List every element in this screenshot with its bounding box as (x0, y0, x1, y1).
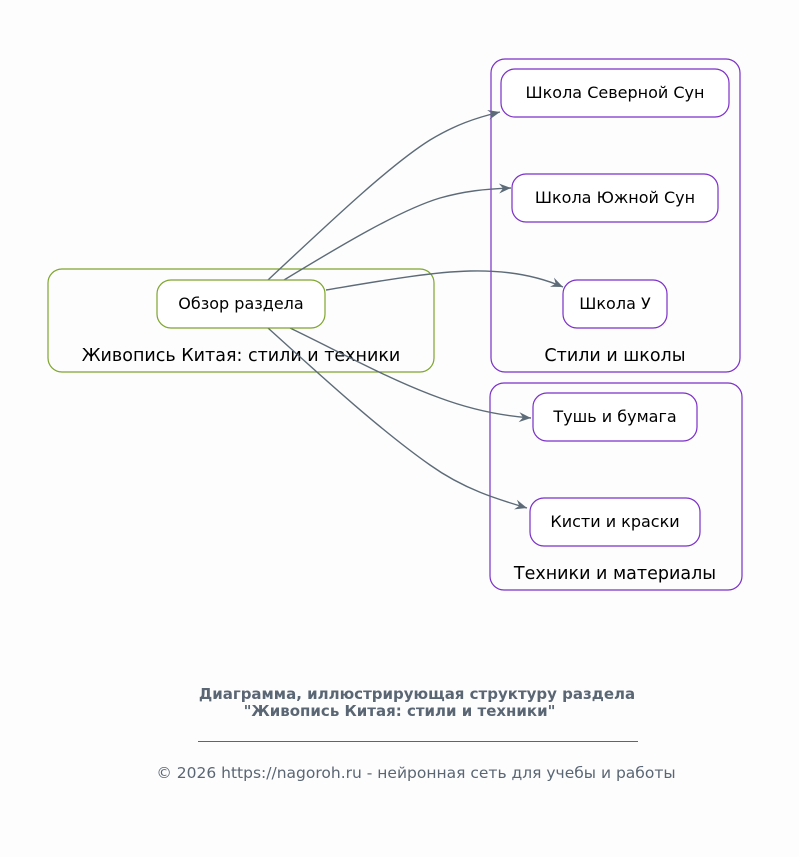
node-brushes-paints[interactable]: Кисти и краски (529, 497, 701, 547)
node-wu-school[interactable]: Школа У (562, 279, 668, 329)
edge-overview-wu-school (325, 270, 564, 291)
cluster-techniques-label: Техники и материалы (513, 564, 716, 584)
edge-overview-ink-paper (289, 327, 532, 423)
node-overview[interactable]: Обзор раздела (156, 279, 326, 329)
node-ink-paper[interactable]: Тушь и бумага (532, 392, 698, 442)
cluster-techniques: Техники и материалы (489, 382, 743, 591)
node-overview-label: Обзор раздела (178, 294, 303, 313)
cluster-main-label: Живопись Китая: стили и техники (82, 346, 401, 366)
node-brushes-paints-label: Кисти и краски (550, 512, 679, 531)
edge-overview-brushes (267, 327, 528, 510)
caption-divider (198, 741, 638, 742)
edge-overview-south-song (283, 183, 512, 281)
caption-title: Диаграмма, иллюстрирующая структуру разд… (0, 686, 799, 720)
node-south-song-label: Школа Южной Сун (535, 188, 695, 207)
edge-overview-north-song (267, 109, 501, 281)
cluster-main: Живопись Китая: стили и техники (47, 268, 435, 373)
caption-title-line2: "Живопись Китая: стили и техники" (243, 702, 556, 720)
node-ink-paper-label: Тушь и бумага (552, 407, 676, 426)
node-wu-school-label: Школа У (579, 294, 651, 313)
caption-title-line1: Диаграмма, иллюстрирующая структуру разд… (198, 685, 636, 703)
cluster-styles: Стили и школы (490, 58, 741, 373)
cluster-styles-label: Стили и школы (544, 346, 685, 366)
copyright: © 2026 https://nagoroh.ru - нейронная се… (156, 764, 676, 782)
node-south-song[interactable]: Школа Южной Сун (511, 173, 719, 223)
node-north-song-label: Школа Северной Сун (526, 83, 705, 102)
node-north-song[interactable]: Школа Северной Сун (500, 68, 730, 118)
